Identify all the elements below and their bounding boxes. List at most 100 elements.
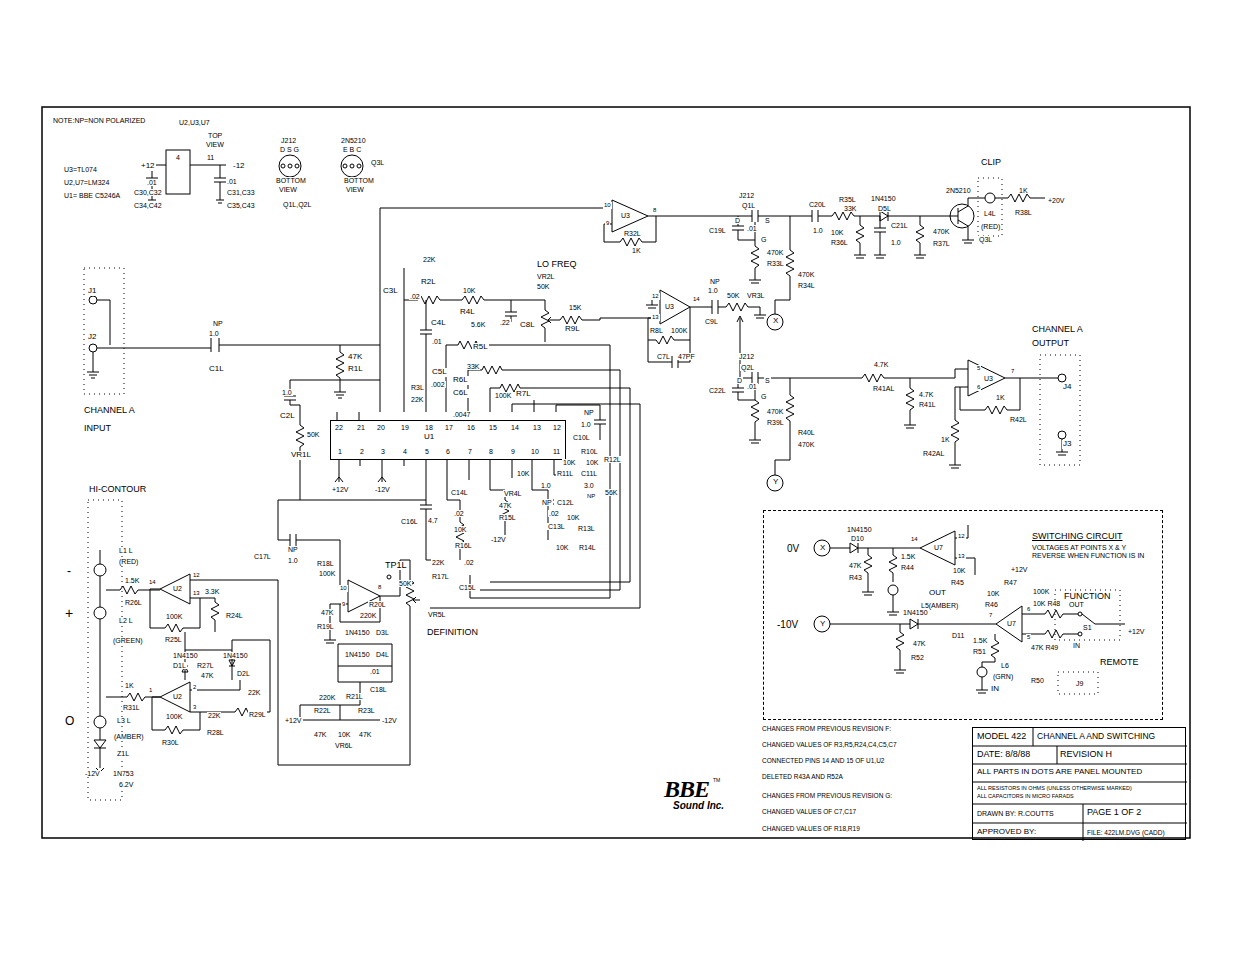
schematic-line — [862, 548, 874, 595]
node-text: FILE: 422LM.DVG (CADD) — [1087, 829, 1165, 836]
schematic-label: NP — [583, 409, 595, 417]
schematic-line — [887, 595, 899, 615]
schematic-line — [1040, 355, 1080, 465]
schematic-label: L6 — [1000, 662, 1010, 670]
schematic-label: R18L — [316, 560, 335, 568]
node-text: ALL CAPACITORS IN MICRO FARADS — [977, 793, 1074, 799]
schematic-label: 13 — [532, 424, 542, 432]
schematic-label: U3=TL074 — [63, 166, 98, 174]
schematic-label: S — [764, 217, 771, 225]
schematic-label: R27L — [196, 662, 215, 670]
schematic-label: 19 — [400, 424, 410, 432]
schematic-label: 22K — [207, 712, 221, 720]
schematic-line — [337, 412, 359, 420]
schematic-label: D1L — [172, 662, 187, 670]
schematic-label: 10K — [566, 514, 580, 522]
schematic-label: R43 — [848, 574, 863, 582]
schematic-label: CHANNEL A — [83, 406, 136, 416]
schematic-label: NP — [212, 320, 224, 328]
schematic-label: 1N4150 — [172, 652, 199, 660]
schematic-label: 470K — [932, 228, 950, 236]
schematic-label: 21 — [356, 424, 366, 432]
schematic-line — [960, 378, 1058, 414]
schematic-line — [976, 677, 988, 693]
schematic-label: C35,C43 — [226, 202, 256, 210]
schematic-label: -12V — [381, 717, 398, 725]
schematic-label: 22K — [431, 559, 445, 567]
schematic-label: TP1L — [384, 561, 408, 571]
schematic-label: 22K — [247, 689, 261, 697]
schematic-label: R29L — [248, 711, 267, 719]
schematic-line — [690, 300, 766, 318]
schematic-line — [146, 165, 226, 203]
schematic-label: 2N5210 — [945, 187, 972, 195]
schematic-label: R37L — [932, 240, 951, 248]
schematic-line — [914, 216, 926, 258]
schematic-line — [996, 606, 1022, 642]
schematic-label: CHANGED VALUES OF R18,R19 — [761, 825, 861, 832]
schematic-label: 47K — [848, 562, 862, 570]
schematic-line — [1058, 374, 1066, 382]
schematic-label: D5L — [877, 205, 892, 213]
schematic-label: NP — [541, 499, 553, 507]
schematic-line — [94, 550, 106, 772]
schematic-label: 470K — [766, 249, 784, 257]
schematic-label: .02 — [548, 510, 560, 518]
schematic-label: R26L — [124, 599, 143, 607]
schematic-label: Q1L,Q2L — [282, 201, 312, 209]
schematic-label: R34L — [797, 282, 816, 290]
schematic-label: VR4L — [503, 490, 523, 498]
schematic-label: R6L — [452, 376, 469, 385]
schematic-label: NP — [709, 278, 721, 286]
schematic-label: R38L — [1014, 209, 1033, 217]
schematic-label: 1.0 — [208, 330, 220, 338]
schematic-line — [94, 716, 106, 728]
schematic-line — [387, 575, 391, 579]
schematic-label: 220K — [318, 694, 336, 702]
schematic-label: R21L — [345, 693, 364, 701]
schematic-line — [894, 624, 906, 673]
schematic-label: R9L — [564, 325, 581, 334]
schematic-label: 1N4150 — [846, 526, 873, 534]
schematic-line — [978, 178, 1002, 236]
schematic-label: X — [772, 317, 779, 326]
schematic-label: C14L — [450, 489, 469, 497]
node-text: U1 — [424, 433, 434, 442]
schematic-line — [490, 384, 630, 412]
schematic-label: 100K — [318, 570, 336, 578]
schematic-label: BOTTOM — [275, 177, 307, 185]
schematic-label: R42L — [1009, 416, 1028, 424]
schematic-label: R41L — [918, 401, 937, 409]
schematic-label: VR1L — [290, 451, 312, 460]
schematic-label: D2L — [236, 670, 251, 678]
schematic-label: .02 — [453, 510, 465, 518]
schematic-label: HI-CONTOUR — [88, 485, 147, 495]
schematic-label: 6 — [445, 448, 451, 456]
schematic-label: 2N5210 — [340, 137, 367, 145]
schematic-label: R36L — [830, 239, 849, 247]
schematic-label: D11 — [951, 632, 965, 640]
schematic-label: 12 — [192, 572, 201, 579]
schematic-label: .01 — [226, 178, 238, 186]
schematic-label: 22K — [422, 256, 436, 264]
schematic-label: IN — [1072, 642, 1081, 650]
schematic-label: D S G — [279, 146, 300, 154]
schematic-label: 9 — [341, 601, 346, 608]
schematic-line — [160, 574, 190, 604]
schematic-label: R20L — [368, 601, 387, 609]
schematic-line — [920, 531, 955, 565]
schematic-label: R5L — [472, 343, 489, 352]
schematic-label: 1.0 — [281, 389, 293, 397]
schematic-label: R33L — [766, 260, 785, 268]
schematic-label: 8 — [488, 448, 494, 456]
schematic-label: 100K — [165, 713, 183, 721]
schematic-line — [985, 193, 995, 203]
schematic-label: 4.7 — [427, 517, 439, 525]
schematic-line — [977, 667, 987, 677]
schematic-label: .02 — [463, 559, 475, 567]
schematic-line — [430, 345, 640, 608]
schematic-label: 5 — [1026, 634, 1031, 641]
schematic-line — [278, 500, 410, 765]
schematic-label: 10K — [555, 544, 569, 552]
